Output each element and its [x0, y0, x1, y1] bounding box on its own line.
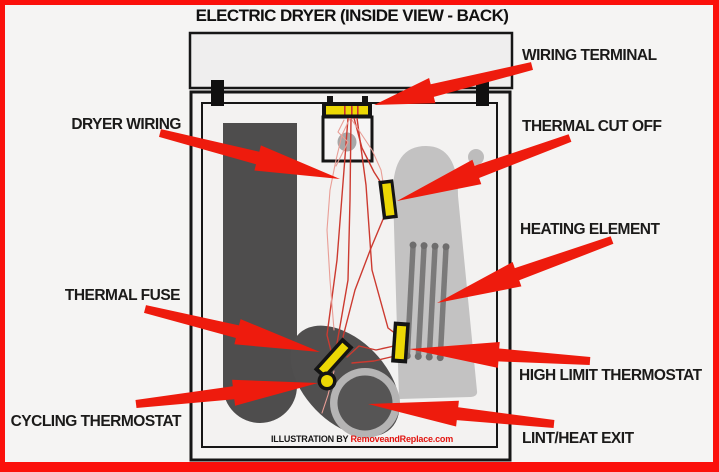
label-high-limit-thermostat: HIGH LIMIT THERMOSTAT	[519, 367, 702, 384]
thermal-cut-off-part	[378, 179, 398, 220]
panel-clip-left	[211, 80, 224, 106]
label-thermal-fuse: THERMAL FUSE	[64, 287, 181, 304]
dryer-wire	[335, 117, 352, 350]
arrow-wiring-terminal	[374, 62, 533, 105]
dryer-wiring-harness	[321, 117, 397, 414]
thermal-fuse-part	[313, 337, 354, 380]
label-dryer-wiring: DRYER WIRING	[71, 116, 181, 133]
arrow-cycling-thermostat	[135, 379, 318, 408]
label-wiring-terminal: WIRING TERMINAL	[522, 47, 657, 64]
high-limit-thermostat-part	[391, 321, 410, 364]
dryer-wire	[326, 117, 349, 352]
arrow-heating-element	[437, 236, 614, 303]
illustration-credit: ILLUSTRATION BY RemoveandReplace.com	[271, 434, 453, 444]
page-title: ELECTRIC DRYER (INSIDE VIEW - BACK)	[195, 6, 509, 25]
panel-clip-right	[476, 80, 489, 106]
arrow-dryer-wiring	[159, 129, 340, 179]
wiring-terminal-block	[322, 96, 372, 118]
dryer-wire	[353, 117, 384, 187]
lint-heat-exit-port	[330, 368, 400, 438]
label-thermal-cut-off: THERMAL CUT OFF	[522, 118, 662, 135]
callout-arrows	[135, 62, 614, 428]
dryer-wire	[346, 345, 395, 358]
dryer-wire	[326, 117, 351, 331]
label-cycling-thermostat: CYCLING THERMOSTAT	[10, 413, 182, 430]
junction-box-grommet	[337, 132, 357, 152]
dryer-wire	[335, 119, 349, 167]
dryer-wire	[356, 117, 397, 335]
cycling-thermostat-part	[317, 371, 337, 391]
arrow-lint-heat-exit	[368, 400, 555, 428]
dryer-wire	[351, 119, 384, 183]
credit-brand: RemoveandReplace.com	[350, 434, 454, 444]
dryer-wire	[351, 355, 396, 364]
arrow-high-limit-thermostat	[409, 342, 591, 368]
arrow-thermal-fuse	[144, 305, 320, 352]
arrow-thermal-cut-off	[397, 134, 572, 201]
dryer-top-panel	[188, 31, 514, 90]
credit-prefix: ILLUSTRATION BY	[271, 434, 351, 444]
label-lint-heat-exit: LINT/HEAT EXIT	[522, 430, 634, 447]
label-heating-element: HEATING ELEMENT	[520, 221, 660, 238]
